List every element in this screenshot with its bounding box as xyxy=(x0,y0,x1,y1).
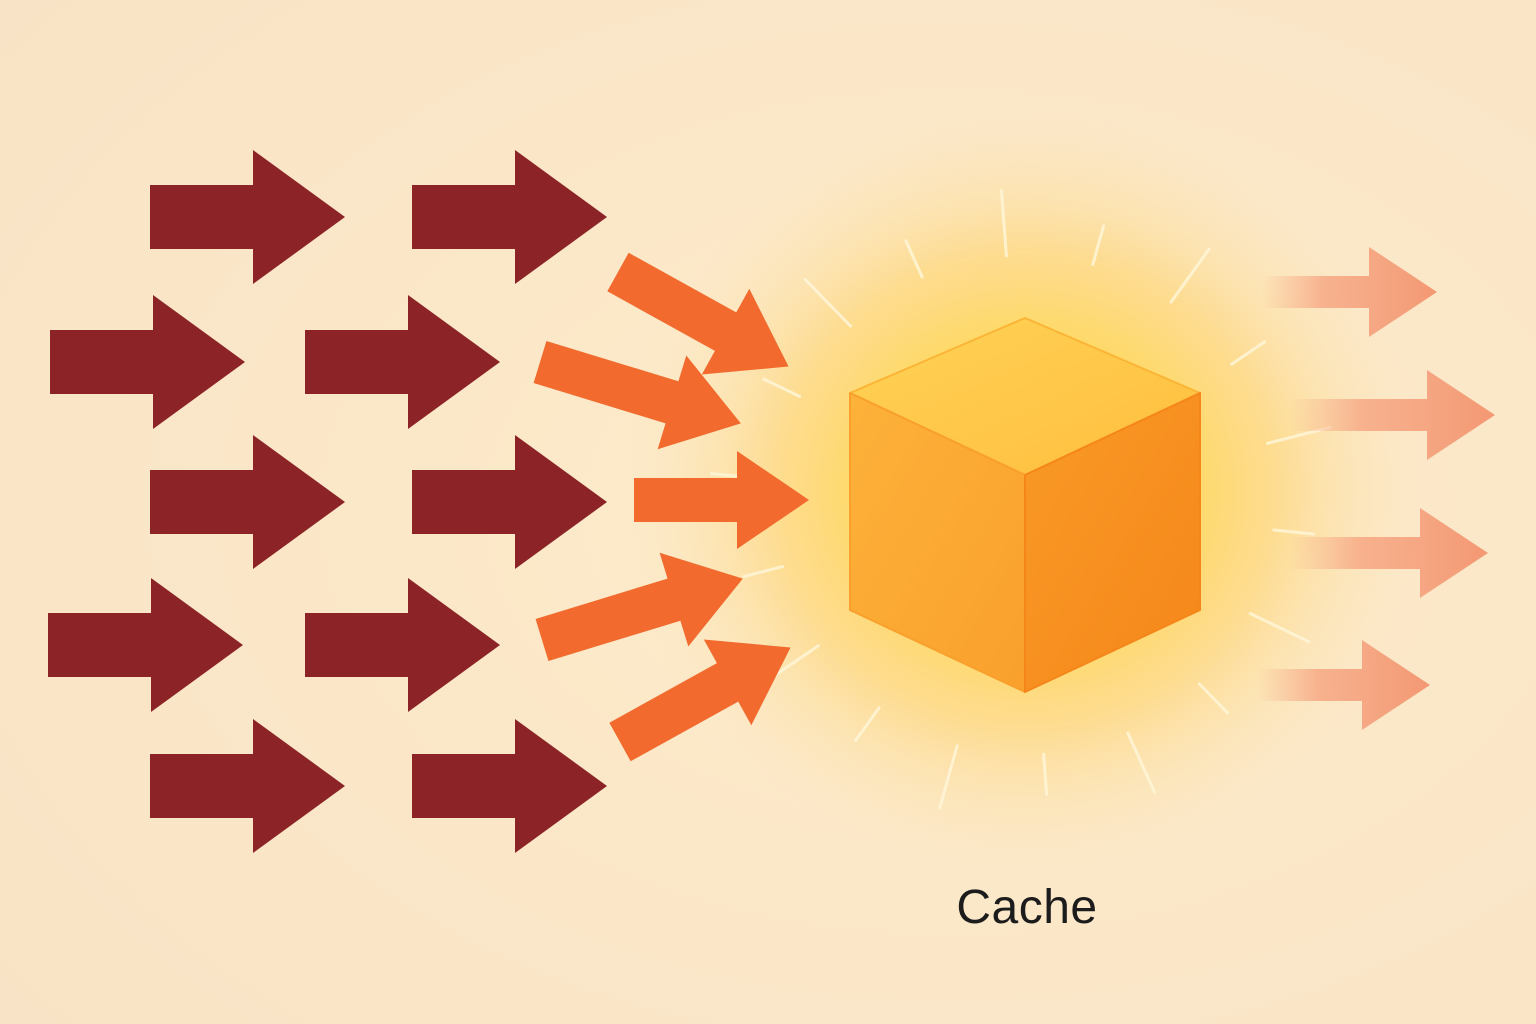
glow-ray xyxy=(938,744,959,810)
outgoing-arrows xyxy=(1258,247,1495,730)
glow-ray xyxy=(1248,612,1311,644)
incoming-arrow-7 xyxy=(48,578,243,712)
incoming-arrows xyxy=(48,150,607,853)
cache-cube-icon xyxy=(849,317,1201,693)
glow-ray xyxy=(1042,752,1049,796)
glow-ray xyxy=(1198,682,1229,715)
outgoing-arrow-1 xyxy=(1262,247,1437,337)
converging-arrow-1 xyxy=(607,252,789,375)
incoming-arrow-5 xyxy=(150,435,345,569)
incoming-arrow-3 xyxy=(50,295,245,429)
incoming-arrow-4 xyxy=(305,295,500,429)
glow-ray xyxy=(762,377,802,398)
glow-ray xyxy=(803,277,852,328)
outgoing-arrow-3 xyxy=(1290,508,1488,598)
glow-ray xyxy=(854,706,881,742)
glow-ray xyxy=(1230,340,1267,366)
glow-ray xyxy=(1126,731,1156,794)
converging-arrow-4 xyxy=(535,552,743,662)
incoming-arrow-6 xyxy=(412,435,607,569)
incoming-arrow-8 xyxy=(305,578,500,712)
converging-arrows xyxy=(533,252,809,762)
outgoing-arrow-4 xyxy=(1258,640,1430,730)
glow-ray xyxy=(1091,224,1106,266)
converging-arrow-3 xyxy=(634,451,809,549)
outgoing-arrow-2 xyxy=(1290,370,1495,460)
glow-ray xyxy=(904,239,924,279)
converging-arrow-5 xyxy=(609,639,791,762)
cube-right-face xyxy=(1024,392,1201,693)
glow-ray xyxy=(1000,189,1008,258)
glow-ray xyxy=(1169,247,1211,304)
incoming-arrow-10 xyxy=(412,719,607,853)
cache-label: Cache xyxy=(956,881,1098,934)
incoming-arrow-2 xyxy=(412,150,607,284)
glow-ray xyxy=(1272,528,1316,536)
incoming-arrow-1 xyxy=(150,150,345,284)
converging-arrow-2 xyxy=(533,340,741,450)
glow-ray xyxy=(742,565,785,578)
incoming-arrow-9 xyxy=(150,719,345,853)
